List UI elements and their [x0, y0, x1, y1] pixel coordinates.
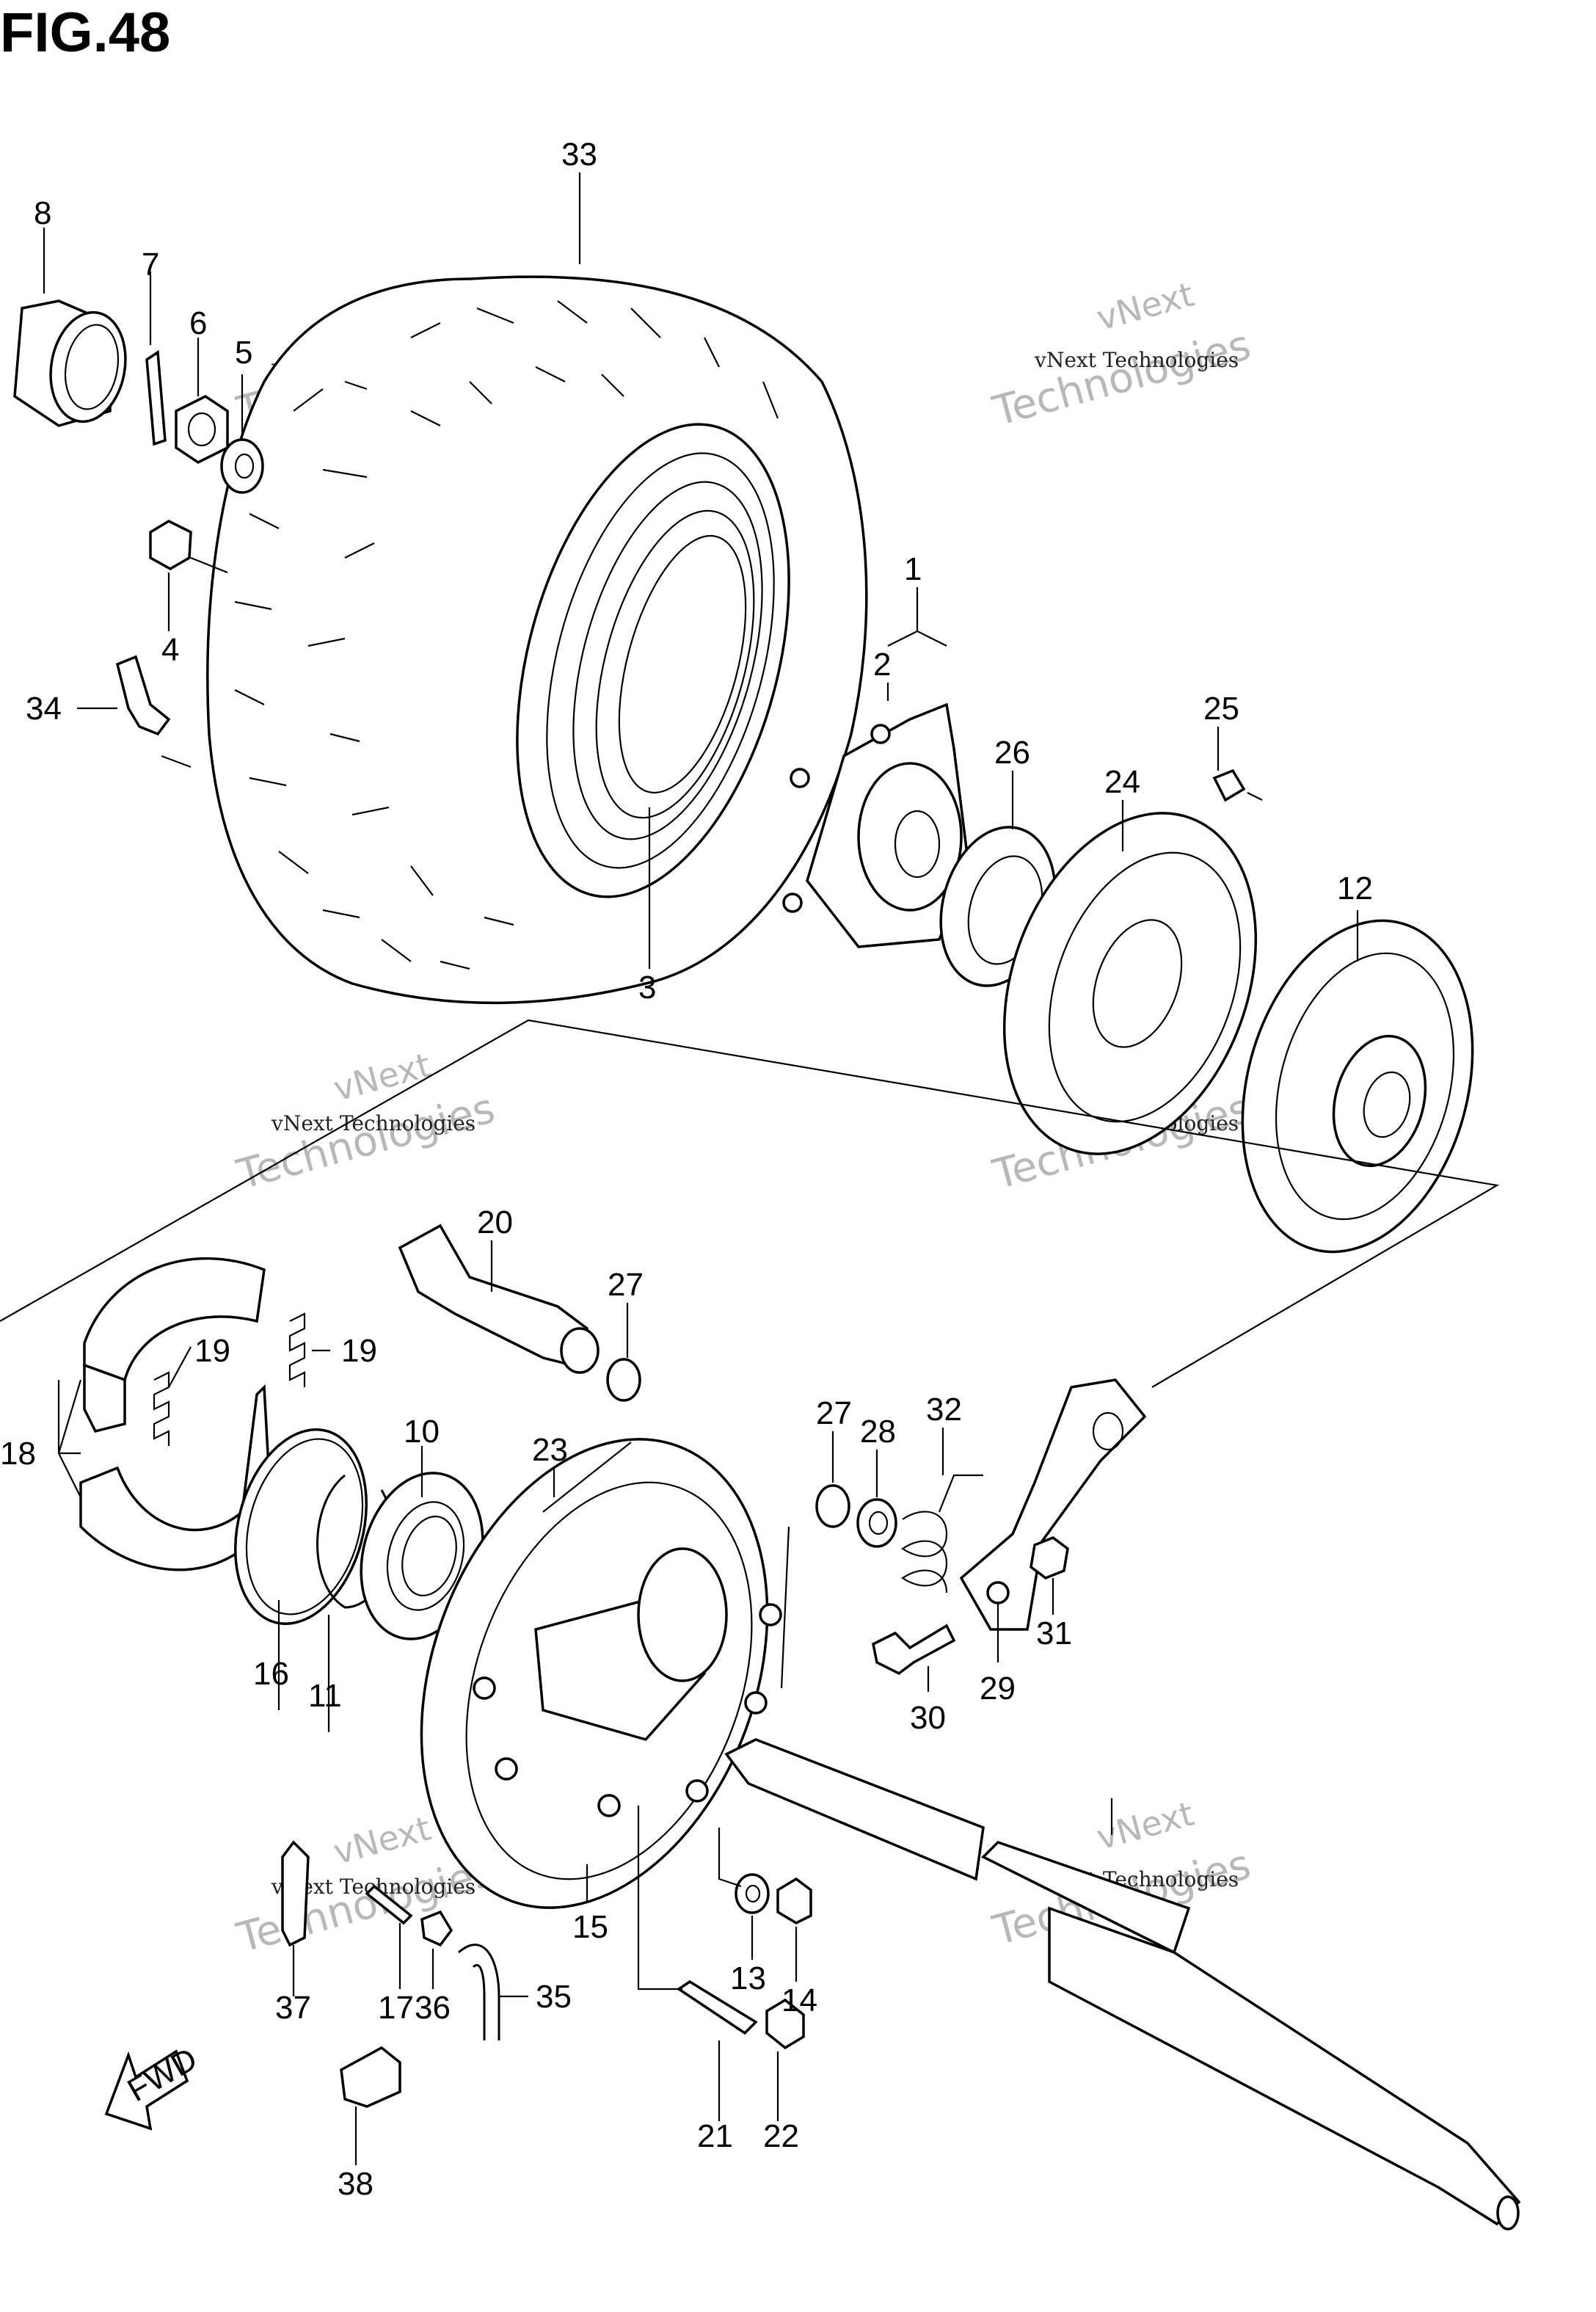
watermark-brand: vNext — [1093, 1794, 1198, 1858]
o-ring-27b — [815, 1484, 850, 1528]
callout-36: 36 — [415, 1990, 451, 2026]
callout-5: 5 — [235, 335, 252, 371]
callout-18: 18 — [0, 1436, 36, 1472]
clip-36 — [420, 1910, 453, 1947]
callout-27a: 27 — [608, 1267, 644, 1303]
spring-19a — [153, 1371, 170, 1446]
callout-2: 2 — [873, 647, 891, 683]
nut-22 — [765, 1998, 805, 2050]
nut-31 — [1030, 1536, 1069, 1579]
brake-panel — [420, 1438, 782, 1909]
spring-19b — [288, 1312, 306, 1387]
snap-ring-16 — [234, 1428, 368, 1625]
brake-drum — [1241, 919, 1474, 1254]
watermark-line: vNext Technologies — [271, 1111, 475, 1135]
breather-hose — [458, 1944, 500, 2040]
callout-20: 20 — [477, 1204, 513, 1240]
callout-17: 17 — [378, 1990, 414, 2026]
fwd-label: FWD — [122, 2040, 203, 2109]
cotter-pin — [145, 349, 167, 446]
watermark-brand: vNext — [329, 1808, 435, 1872]
callout-38: 38 — [338, 2166, 374, 2202]
brake-drum-cover — [1002, 812, 1258, 1155]
callout-11: 11 — [308, 1678, 342, 1714]
wheel-cap — [13, 299, 127, 427]
callout-37: 37 — [275, 1990, 311, 2026]
brake-shoe-upper — [83, 1257, 266, 1433]
castle-nut — [175, 394, 229, 465]
valve — [115, 655, 171, 736]
callout-34: 34 — [26, 691, 62, 727]
callout-23: 23 — [532, 1432, 568, 1468]
bolt-14 — [776, 1877, 812, 1924]
callout-33: 33 — [561, 137, 597, 172]
callouts: 1 2 3 4 5 6 7 8 10 11 12 13 14 15 16 17 … — [0, 137, 1373, 2202]
callout-31: 31 — [1036, 1615, 1072, 1651]
callout-28: 28 — [860, 1414, 896, 1450]
callout-1: 1 — [904, 551, 922, 587]
bolt-25 — [1212, 768, 1246, 802]
callout-14: 14 — [781, 1982, 817, 2018]
clamp-38 — [340, 2046, 401, 2108]
watermark-word: Technologies — [988, 321, 1256, 436]
callout-26: 26 — [994, 735, 1030, 771]
rear-axle — [724, 1738, 1521, 2231]
callout-12: 12 — [1337, 870, 1373, 906]
clip-37 — [281, 1840, 310, 1947]
watermark-brand: vNext — [1093, 275, 1198, 338]
callout-24: 24 — [1104, 764, 1140, 800]
washer-13 — [735, 1873, 770, 1914]
callout-19a: 19 — [194, 1333, 230, 1369]
fwd-arrow: FWD — [104, 2040, 203, 2131]
callout-8: 8 — [34, 195, 51, 231]
nut-4 — [149, 520, 192, 571]
callout-13: 13 — [730, 1960, 766, 1996]
pin-17 — [365, 1884, 413, 1925]
leader-lines-top — [43, 172, 1359, 969]
figure-title: FIG.48 — [0, 1, 170, 64]
callout-6: 6 — [189, 305, 207, 341]
callout-35: 35 — [536, 1979, 572, 2015]
callout-3: 3 — [638, 970, 656, 1006]
brake-arm — [959, 1378, 1147, 1631]
tire — [206, 275, 868, 1005]
callout-32: 32 — [926, 1392, 962, 1428]
callout-21: 21 — [697, 2118, 733, 2154]
bolt-30 — [872, 1624, 956, 1676]
callout-22: 22 — [763, 2118, 799, 2154]
wheel-hub — [782, 702, 970, 948]
callout-4: 4 — [161, 632, 179, 668]
washer-5 — [220, 438, 264, 494]
callout-10: 10 — [404, 1414, 440, 1450]
o-ring-27a — [606, 1358, 641, 1402]
stud-bolt-21 — [676, 1980, 758, 2035]
callout-16: 16 — [253, 1656, 289, 1692]
watermark-brand: vNext — [329, 1045, 435, 1109]
callout-29: 29 — [980, 1671, 1016, 1706]
watermark-3: vNext Technologies vNext Technologies — [232, 1045, 500, 1199]
callout-19b: 19 — [341, 1333, 377, 1369]
return-spring — [901, 1474, 983, 1593]
brake-camshaft — [398, 1224, 600, 1374]
callout-15: 15 — [572, 1909, 608, 1945]
explode-frame — [0, 1019, 1500, 1388]
watermark-line: vNext Technologies — [1034, 348, 1239, 372]
callout-25: 25 — [1203, 691, 1239, 727]
callout-30: 30 — [910, 1700, 946, 1736]
callout-7: 7 — [142, 247, 159, 283]
callout-27b: 27 — [816, 1395, 852, 1431]
leader-lines-lower — [57, 1240, 1113, 2165]
washer-28 — [856, 1498, 897, 1548]
watermark-2: vNext Technologies vNext Technologies — [988, 275, 1256, 436]
